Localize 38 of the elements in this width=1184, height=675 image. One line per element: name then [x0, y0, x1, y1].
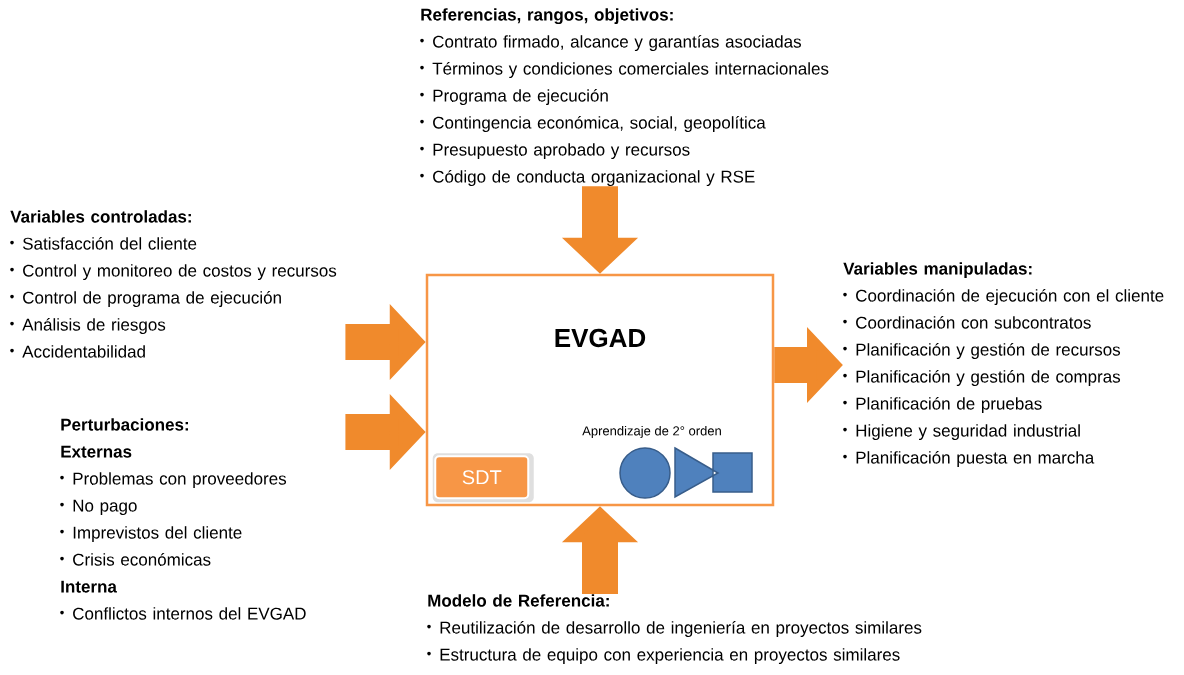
node-label: No pago	[73, 499, 137, 516]
node-label: Planificación de pruebas	[856, 396, 1042, 414]
bullet-list: Variables controladas: Satisfacción del cliente Control y monitoreo de costos y recursos Control de programa de ejecución Análisis de riesgos Accidentabilidad	[10, 210, 337, 358]
node-label: Satisfacción del cliente	[22, 236, 197, 250]
bullet-list: Referencias, rangos, objetivos: Contrato firmado, alcance y garantías asociadas Términos y condiciones comerciales internacionales Programa de ejecución Contingencia económica, social, geopolítica Presupuesto aprobado y recursos Código de conducta organizacional y RSE	[420, 8, 829, 187]
bullet-list: Variables manipuladas: Coordinación de ejecución con el cliente Coordinación con subcontratos Planificación y gestión de recursos Planificación y gestión de compras Planificación de pruebas Higiene y seguridad industrial Planificación puesta en marcha	[843, 262, 1164, 468]
bullet-list: Perturbaciones: Externas Problemas con proveedores No pago Imprevistos del cliente Crisis económicas Interna Conflictos internos del EVGAD	[60, 418, 306, 620]
node-label: Conflictos internos del EVGAD	[73, 607, 306, 620]
node-label: Accidentabilidad	[22, 345, 145, 358]
node-label: Perturbaciones:	[61, 418, 188, 431]
node-label: Contingencia económica, social, geopolítica	[433, 115, 766, 133]
node-label: Problemas con proveedores	[73, 472, 287, 489]
node-label: Planificación y gestión de recursos	[856, 342, 1121, 360]
node-label: Control y monitoreo de costos y recursos	[23, 264, 337, 281]
bullet-list: Modelo de Referencia: Reutilización de desarrollo de ingeniería en proyectos similares Estructura de equipo con experiencia en proyectos similares	[427, 594, 922, 665]
node-label: Coordinación con subcontratos	[856, 315, 1091, 329]
node-label: Variables controladas:	[10, 210, 191, 223]
node-label: Higiene y seguridad industrial	[856, 424, 1080, 441]
node-label: Crisis económicas	[73, 552, 211, 566]
node-label: Control de programa de ejecución	[23, 290, 281, 308]
node-label: Modelo de Referencia:	[428, 594, 609, 607]
node-label: Contrato firmado, alcance y garantías asociadas	[433, 35, 801, 52]
node-label: Coordinación de ejecución con el cliente	[856, 288, 1164, 306]
node-label: Estructura de equipo con experiencia en proyectos similares	[440, 648, 900, 665]
node-label: Análisis de riesgos	[22, 317, 166, 335]
label-box: SDT	[432, 453, 534, 503]
node-label: Términos y condiciones comerciales internacionales	[432, 61, 829, 79]
node-label: Reutilización de desarrollo de ingeniería en proyectos similares	[440, 620, 922, 638]
node-label: Interna	[61, 580, 117, 593]
node-label: Variables manipuladas:	[843, 262, 1032, 279]
node-label: Referencias, rangos, objetivos:	[421, 8, 673, 25]
node-label: Planificación puesta en marcha	[856, 450, 1095, 468]
node-label: Externas	[61, 445, 132, 458]
node-label: Programa de ejecución	[433, 88, 608, 106]
node-label: Código de conducta organizacional y RSE	[433, 169, 755, 187]
node-label: Imprevistos del cliente	[73, 526, 242, 543]
node-label: Presupuesto aprobado y recursos	[433, 143, 690, 160]
node-label: Planificación y gestión de compras	[856, 369, 1121, 387]
